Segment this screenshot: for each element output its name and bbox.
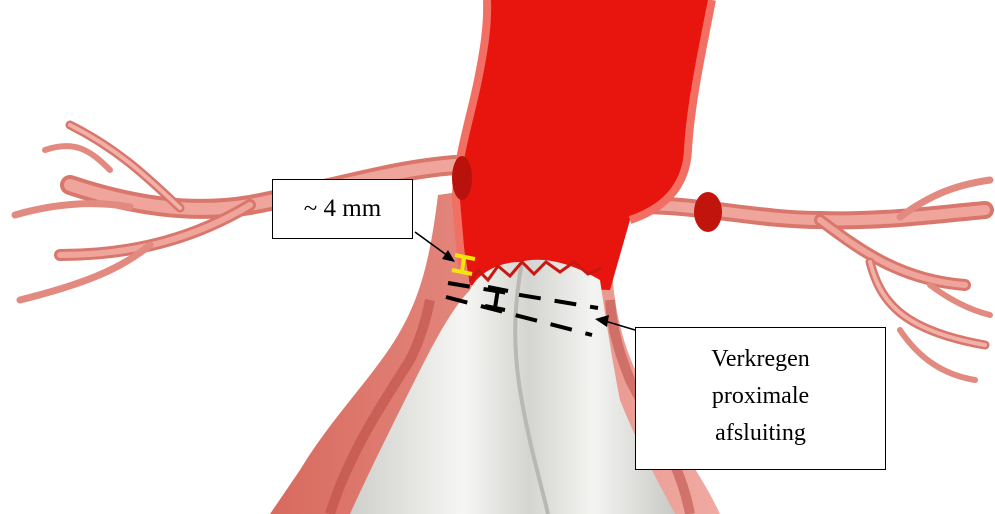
proximal-seal-line-2: proximale (636, 378, 885, 415)
proximal-seal-line-1: Verkregen (636, 341, 885, 378)
proximal-seal-label: Verkregen proximale afsluiting (635, 327, 886, 470)
aorta-lumen (456, 0, 712, 290)
neck-gap-text: ~ 4 mm (304, 195, 381, 222)
proximal-seal-line-3: afsluiting (636, 415, 885, 452)
right-renal-ostium (694, 192, 722, 232)
left-renal-ostium (452, 156, 472, 200)
neck-gap-label: ~ 4 mm (272, 179, 413, 239)
